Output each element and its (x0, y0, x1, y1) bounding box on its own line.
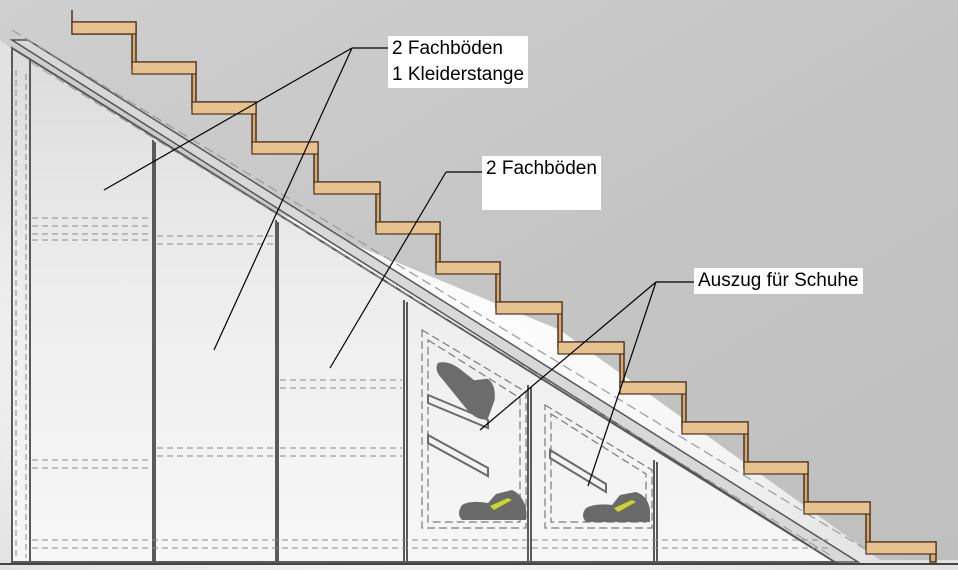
tread-faces (71, 21, 937, 555)
annotation-line: 2 Fachböden (392, 38, 503, 59)
annotation-shelves: 2 Fachböden (482, 156, 601, 210)
shoe-racks (427, 393, 607, 494)
shoe-icon (436, 362, 495, 420)
annotation-line: 1 Kleiderstange (392, 64, 525, 85)
stringer-dashed-edge (11, 29, 871, 553)
stair-stringer (9, 39, 861, 563)
cabinet-dashed-edge (29, 61, 831, 556)
shelves (15, 70, 830, 558)
shoe-icon (583, 492, 650, 522)
shoe-icon (459, 490, 526, 520)
annotation-shoe-drawer: Auszug für Schuhe (694, 268, 863, 294)
annotation-line: 2 Fachböden (486, 158, 597, 179)
leader-lines (103, 47, 694, 487)
cabinet-dividers (11, 48, 658, 562)
annotation-line: Auszug für Schuhe (698, 270, 859, 291)
annotation-shelves-rod: 2 Fachböden 1 Kleiderstange (388, 36, 529, 88)
